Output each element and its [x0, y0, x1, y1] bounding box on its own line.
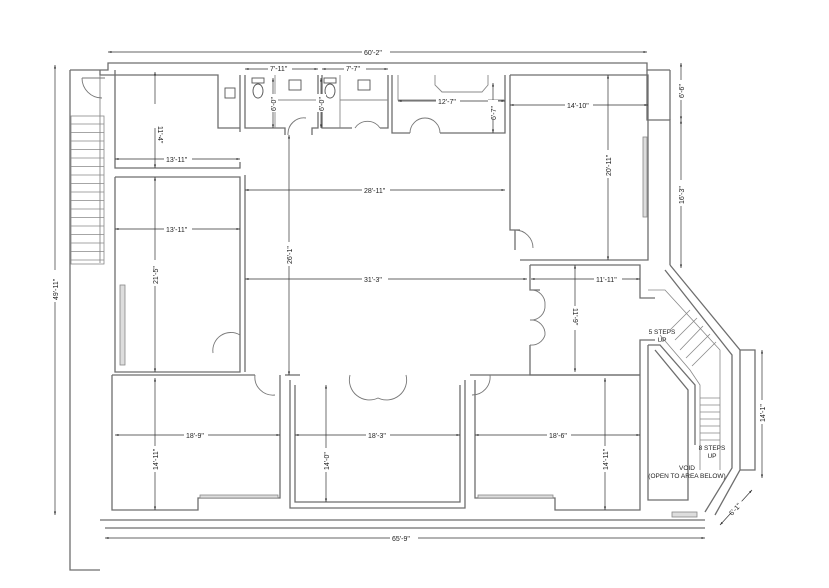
- dim-top-left-office-height: 11'-4": [156, 126, 163, 144]
- dim-central-height: 26'-1": [287, 246, 294, 264]
- dim-right-upper-bay: 6'-6": [679, 84, 686, 98]
- note-void-open-below: (OPEN TO AREA BELOW): [648, 473, 725, 480]
- dim-top-left-office-width: 13'-11": [166, 157, 188, 164]
- dim-right-upper-wall: 16'-3": [679, 186, 686, 204]
- dim-restroom-2-depth: 6'-0": [319, 97, 326, 111]
- sink-icon: [288, 79, 302, 91]
- stair-and-void-notes: 5 STEPS UP 8 STEPS UP VOID (OPEN TO AREA…: [648, 329, 726, 480]
- note-5-steps: 5 STEPS: [649, 329, 676, 336]
- toilet-icon: [324, 83, 336, 99]
- interior-walls: [111, 74, 698, 518]
- dim-overall-left: 49'-11": [53, 278, 60, 300]
- dim-kitchenette-width: 12'-7": [438, 99, 456, 106]
- dim-central-lower-width: 31'-3": [364, 277, 382, 284]
- dim-overall-top: 60'-2": [364, 50, 382, 57]
- dim-top-right-office-height: 20'-11": [606, 154, 613, 176]
- dim-bottom-middle-office-height: 14'-0": [324, 452, 331, 470]
- exterior-walls: [69, 62, 756, 571]
- left-exterior-stair: [70, 77, 105, 265]
- dim-bottom-left-office-width: 18'-9": [186, 433, 204, 440]
- dim-bottom-middle-office-width: 18'-3": [368, 433, 386, 440]
- dimension-labels: 60'-2" 49'-11" 65'-9" 7'-11" 7'-7" 6'-0"…: [50, 47, 767, 543]
- dimension-lines: [53, 50, 764, 540]
- dim-bottom-left-office-height: 14'-11": [153, 448, 160, 470]
- note-8-steps-up: UP: [707, 453, 716, 460]
- dim-central-upper-width: 28'-11": [364, 188, 386, 195]
- dim-top-right-office-width: 14'-10": [567, 103, 589, 110]
- dim-right-lower-wall: 14'-1": [760, 404, 767, 422]
- dim-kitchenette-depth: 6'-7": [491, 106, 498, 120]
- note-8-steps: 8 STEPS: [699, 445, 726, 452]
- note-void: VOID: [679, 465, 695, 472]
- dim-bottom-right-office-width: 18'-6": [549, 433, 567, 440]
- doors: [212, 117, 546, 401]
- dim-left-office-height: 21'-5": [153, 266, 160, 284]
- note-5-steps-up: UP: [657, 337, 666, 344]
- dim-bottom-right-office-height: 14'-11": [603, 448, 610, 470]
- restroom-fixtures: [224, 77, 371, 99]
- toilet-icon: [252, 83, 264, 99]
- dim-overall-bottom: 65'-9": [392, 536, 410, 543]
- sink-icon: [224, 87, 236, 99]
- dim-restroom-1-depth: 6'-0": [271, 97, 278, 111]
- dim-right-middle-height: 11'-9": [571, 308, 578, 326]
- dim-restroom-1-width: 7'-11": [270, 66, 288, 73]
- dim-left-office-width: 13'-11": [166, 227, 188, 234]
- dim-right-middle-width: 11'-11": [596, 277, 617, 284]
- dim-restroom-2-width: 7'-7": [346, 66, 360, 73]
- right-interior-stair: [647, 289, 721, 501]
- sink-icon: [357, 79, 371, 91]
